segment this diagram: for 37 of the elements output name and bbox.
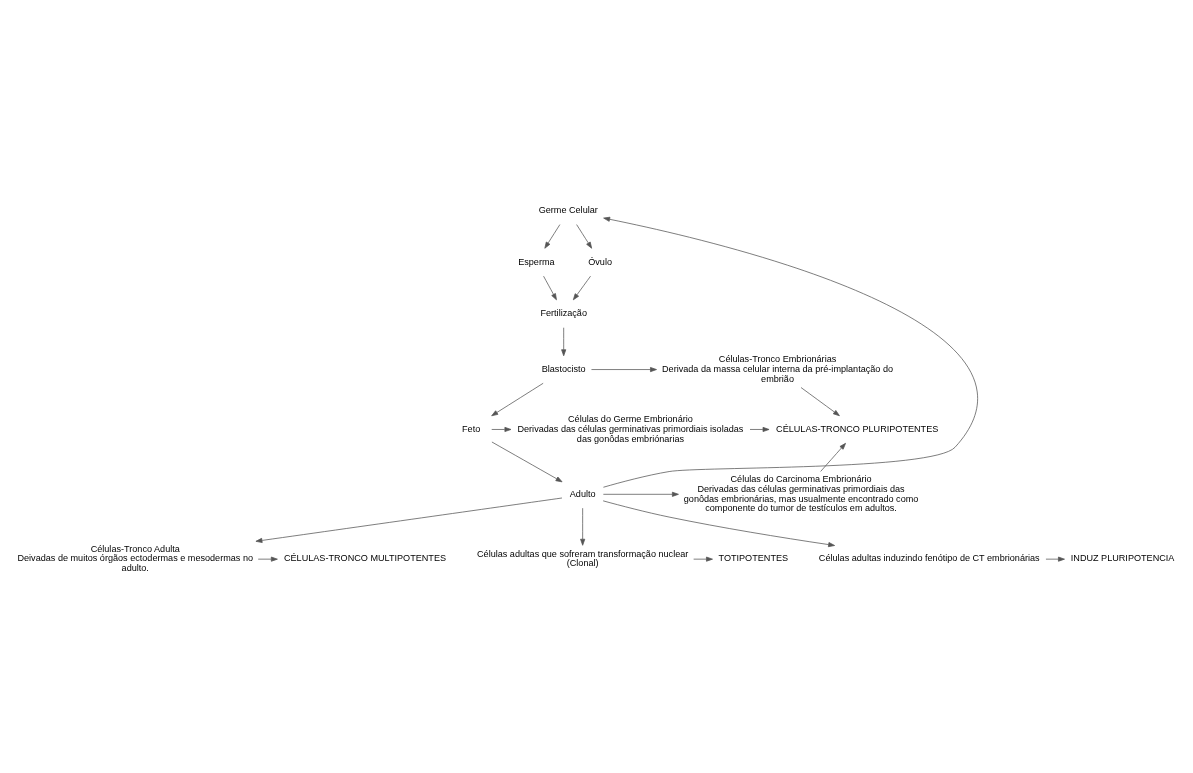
node-text: Células adultas induzindo fenótipo de CT embrionárias bbox=[818, 553, 1040, 563]
arrow bbox=[543, 275, 557, 300]
arrow bbox=[693, 556, 713, 562]
node-text: Esperma bbox=[518, 256, 555, 267]
arrow bbox=[800, 386, 840, 416]
arrow bbox=[749, 426, 770, 432]
arrow bbox=[820, 442, 846, 472]
arrow bbox=[544, 223, 561, 249]
node-text: Adulto bbox=[569, 488, 596, 499]
node-text: Células do Germe Embrionário Derivadas das células germinativas primordiais isoladas das gonôdas embriónarias bbox=[517, 413, 744, 444]
node-text: INDUZ PLURIPOTENCIA bbox=[1070, 553, 1175, 563]
node-text: Blastocisto bbox=[541, 363, 586, 374]
arrow bbox=[491, 441, 563, 482]
node-text: CÉLULAS-TRONCO MULTIPOTENTES bbox=[284, 553, 447, 563]
node-text: Germe Celular bbox=[538, 204, 598, 215]
arrow bbox=[576, 223, 593, 249]
node-text: Feto bbox=[462, 423, 481, 434]
arrow bbox=[491, 426, 512, 432]
arrow bbox=[602, 491, 679, 497]
arrow bbox=[572, 275, 591, 300]
node-text: Células-Tronco Adulta Deivadas de muitos órgãos ectodermas e mesodermas no adulto. bbox=[17, 543, 254, 573]
arrow bbox=[257, 556, 278, 562]
node-text: Células do Carcinoma Embrionário Derivadas das células germinativas primordiais das gonôdas embrionárias, mas usualmente encontrado como componente do tumor de testículos em adultos. bbox=[683, 473, 919, 513]
node-text: Células adultas que sofreram transformação nuclear (Clonal) bbox=[477, 548, 689, 568]
arrow bbox=[591, 366, 657, 372]
node-text: Células-Tronco Embrionárias Derivada da massa celular interna da pré-implantação do embrião bbox=[662, 353, 894, 384]
node-text: CÉLULAS-TRONCO PLURIPOTENTES bbox=[776, 423, 939, 434]
node-text: Óvulo bbox=[588, 256, 612, 267]
arrow bbox=[255, 497, 563, 543]
arrow bbox=[491, 382, 544, 416]
node-text: TOTIPOTENTES bbox=[718, 553, 789, 563]
node-text: Fertilização bbox=[540, 307, 587, 318]
arrow bbox=[561, 326, 567, 356]
arrow bbox=[580, 507, 586, 546]
arrow bbox=[602, 499, 835, 547]
arrow bbox=[603, 216, 978, 488]
arrow bbox=[1045, 556, 1065, 562]
